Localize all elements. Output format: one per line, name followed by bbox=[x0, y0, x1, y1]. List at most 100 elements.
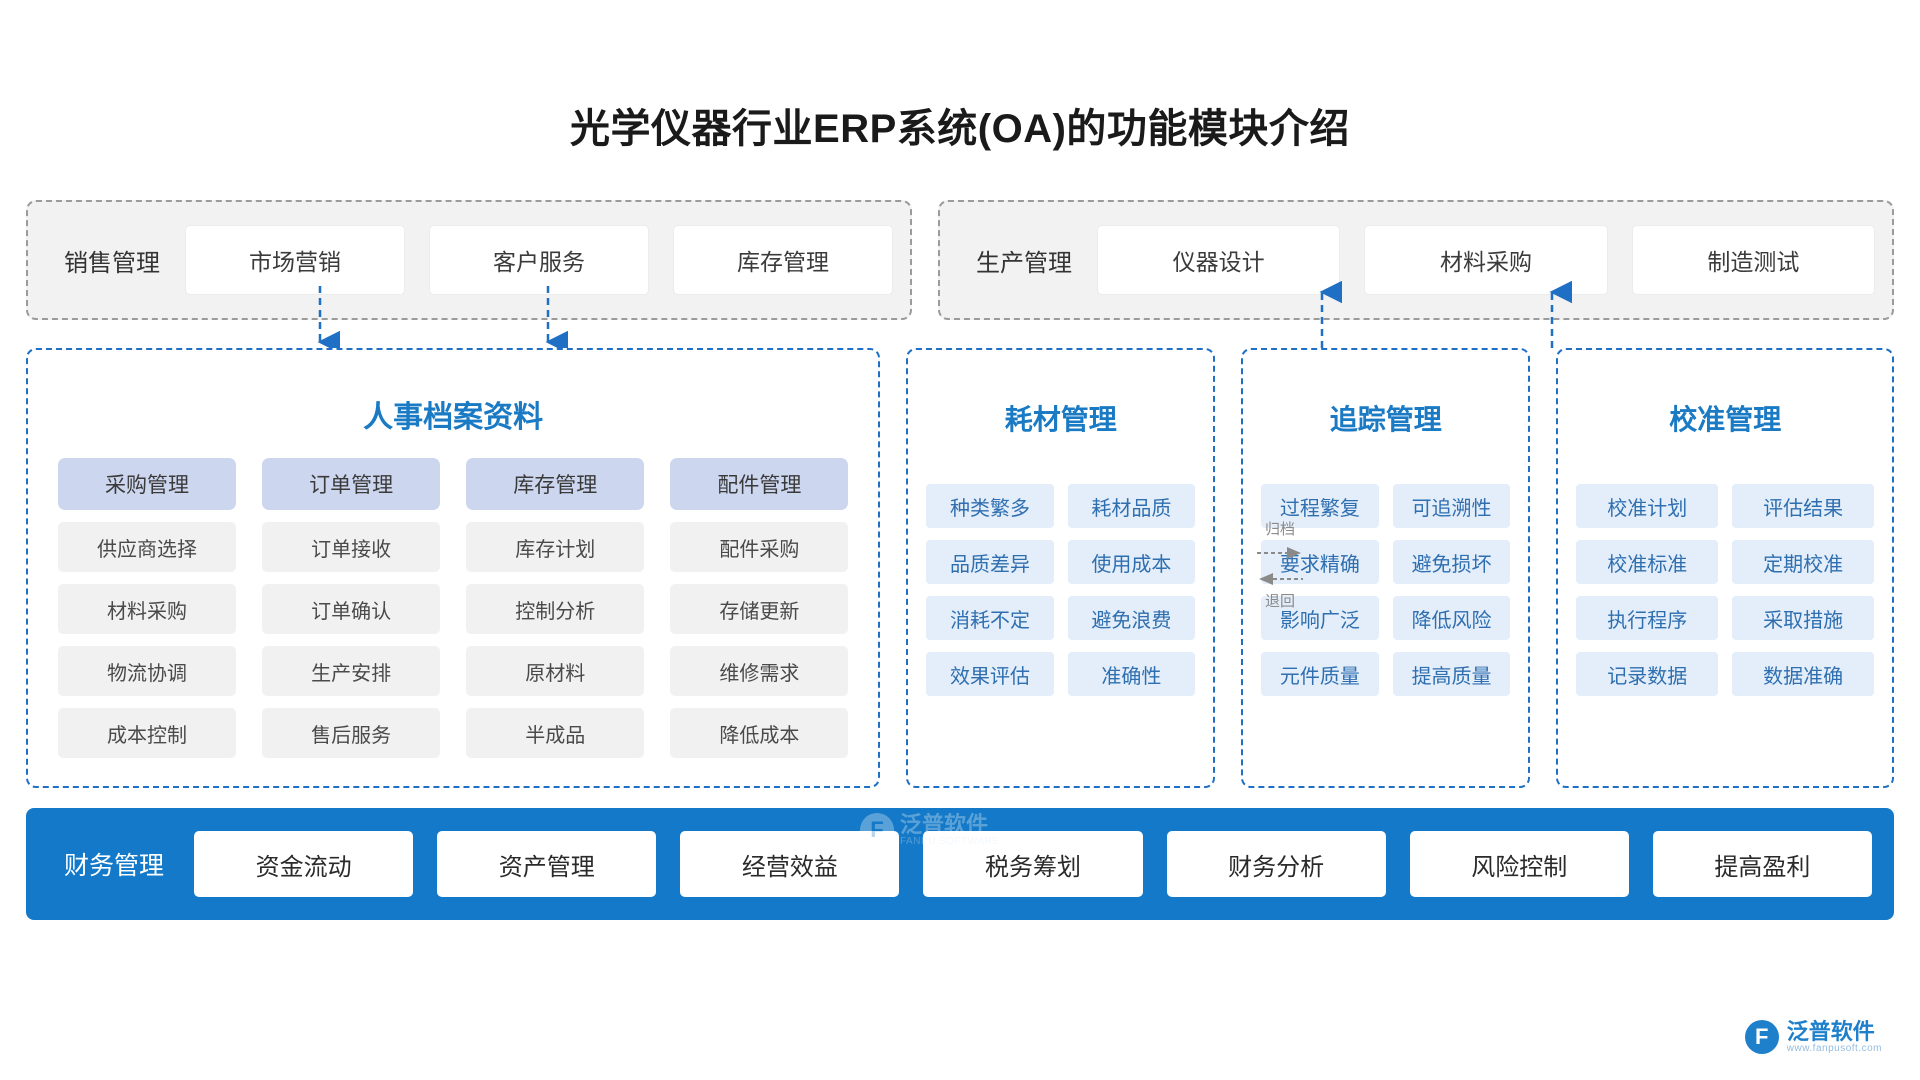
tracking-item-avoid-damage[interactable]: 避免损坏 bbox=[1392, 540, 1511, 584]
consumables-item-material-quality[interactable]: 耗材品质 bbox=[1067, 484, 1196, 528]
production-chip-manufacture-test[interactable]: 制造测试 bbox=[1632, 226, 1874, 294]
hr-column-inventory: 库存管理 库存计划 控制分析 原材料 半成品 bbox=[466, 458, 645, 758]
mid-panels-row: 人事档案资料 采购管理 供应商选择 材料采购 物流协调 成本控制 订单管理 订单… bbox=[26, 348, 1894, 788]
tracking-column-2: 可追溯性 避免损坏 降低风险 提高质量 bbox=[1392, 484, 1511, 696]
archive-label: 归档 bbox=[1264, 522, 1295, 538]
hr-head-purchase[interactable]: 采购管理 bbox=[58, 458, 237, 510]
consumables-item-effect-eval[interactable]: 效果评估 bbox=[926, 652, 1054, 696]
top-bands-row: 销售管理 市场营销 客户服务 库存管理 生产管理 仪器设计 材料采购 制造测试 bbox=[26, 200, 1894, 320]
hr-item-parts-purchase[interactable]: 配件采购 bbox=[670, 522, 849, 572]
hr-item-after-sales[interactable]: 售后服务 bbox=[262, 708, 441, 758]
production-management-band: 生产管理 仪器设计 材料采购 制造测试 bbox=[938, 200, 1894, 320]
sales-chip-marketing[interactable]: 市场营销 bbox=[186, 226, 404, 294]
tracking-panel-title: 追踪管理 bbox=[1329, 405, 1442, 436]
production-management-label: 生产管理 bbox=[976, 250, 1072, 277]
tracking-item-precise-req[interactable]: 要求精确 bbox=[1261, 540, 1379, 584]
finance-management-band: 财务管理 资金流动 资产管理 经营效益 税务筹划 财务分析 风险控制 提高盈利 bbox=[26, 808, 1894, 920]
watermark-brand-name: 泛普软件 bbox=[1786, 1018, 1875, 1044]
calibration-item-standard[interactable]: 校准标准 bbox=[1576, 540, 1719, 584]
calibration-item-data-accuracy[interactable]: 数据准确 bbox=[1732, 652, 1874, 696]
hr-item-inventory-plan[interactable]: 库存计划 bbox=[466, 522, 645, 572]
hr-column-parts: 配件管理 配件采购 存储更新 维修需求 降低成本 bbox=[670, 458, 849, 758]
finance-chip-group: 资金流动 资产管理 经营效益 税务筹划 财务分析 风险控制 提高盈利 bbox=[194, 831, 1872, 897]
finance-management-label: 财务管理 bbox=[64, 853, 165, 880]
bottom-right-watermark: F 泛普软件 www.fanpusoft.com bbox=[1744, 1018, 1882, 1054]
consumables-item-quality-diff[interactable]: 品质差异 bbox=[926, 540, 1054, 584]
production-chip-instrument-design[interactable]: 仪器设计 bbox=[1098, 226, 1340, 294]
hr-item-raw-material[interactable]: 原材料 bbox=[466, 646, 645, 696]
hr-item-supplier-selection[interactable]: 供应商选择 bbox=[58, 522, 237, 572]
tracking-grid: 过程繁复 要求精确 影响广泛 元件质量 可追溯性 避免损坏 降低风险 提高质量 bbox=[1243, 484, 1528, 696]
consumables-panel: 耗材管理 种类繁多 品质差异 消耗不定 效果评估 耗材品质 使用成本 避免浪费 … bbox=[906, 348, 1216, 788]
watermark-logo-icon: F bbox=[1744, 1019, 1779, 1054]
calibration-item-plan[interactable]: 校准计划 bbox=[1576, 484, 1719, 528]
hr-item-order-receive[interactable]: 订单接收 bbox=[262, 522, 441, 572]
hr-item-material-purchase[interactable]: 材料采购 bbox=[58, 584, 237, 634]
consumables-item-accuracy[interactable]: 准确性 bbox=[1067, 652, 1196, 696]
hr-column-order: 订单管理 订单接收 订单确认 生产安排 售后服务 bbox=[262, 458, 441, 758]
hr-item-cost-control[interactable]: 成本控制 bbox=[58, 708, 237, 758]
consumables-item-usage-cost[interactable]: 使用成本 bbox=[1067, 540, 1196, 584]
hr-item-repair-demand[interactable]: 维修需求 bbox=[670, 646, 849, 696]
return-label: 退回 bbox=[1264, 594, 1295, 610]
hr-item-storage-update[interactable]: 存储更新 bbox=[670, 584, 849, 634]
calibration-column-1: 校准计划 校准标准 执行程序 记录数据 bbox=[1576, 484, 1719, 696]
tracking-column-1: 过程繁复 要求精确 影响广泛 元件质量 bbox=[1261, 484, 1379, 696]
arrow-left-icon bbox=[1257, 566, 1303, 592]
hr-archive-panel: 人事档案资料 采购管理 供应商选择 材料采购 物流协调 成本控制 订单管理 订单… bbox=[26, 348, 881, 788]
tracking-item-wide-impact[interactable]: 影响广泛 bbox=[1261, 596, 1379, 640]
sales-management-label: 销售管理 bbox=[64, 250, 160, 277]
hr-item-reduce-cost[interactable]: 降低成本 bbox=[670, 708, 849, 758]
hr-item-control-analysis[interactable]: 控制分析 bbox=[466, 584, 645, 634]
tracking-item-traceability[interactable]: 可追溯性 bbox=[1392, 484, 1511, 528]
finance-chip-tax-planning[interactable]: 税务筹划 bbox=[923, 831, 1143, 897]
sales-chip-group: 市场营销 客户服务 库存管理 bbox=[186, 226, 892, 294]
calibration-item-measures[interactable]: 采取措施 bbox=[1732, 596, 1874, 640]
watermark-url: www.fanpusoft.com bbox=[1786, 1043, 1882, 1054]
calibration-item-periodic[interactable]: 定期校准 bbox=[1732, 540, 1874, 584]
hr-head-parts[interactable]: 配件管理 bbox=[670, 458, 849, 510]
finance-chip-improve-profit[interactable]: 提高盈利 bbox=[1652, 831, 1872, 897]
tracking-item-reduce-risk[interactable]: 降低风险 bbox=[1392, 596, 1511, 640]
calibration-panel: 校准管理 校准计划 校准标准 执行程序 记录数据 评估结果 定期校准 采取措施 … bbox=[1556, 348, 1894, 788]
arrow-right-icon bbox=[1257, 540, 1303, 566]
calibration-item-procedure[interactable]: 执行程序 bbox=[1576, 596, 1719, 640]
hr-grid: 采购管理 供应商选择 材料采购 物流协调 成本控制 订单管理 订单接收 订单确认… bbox=[28, 458, 878, 758]
hr-head-inventory[interactable]: 库存管理 bbox=[466, 458, 645, 510]
hr-item-logistics[interactable]: 物流协调 bbox=[58, 646, 237, 696]
tracking-panel: 追踪管理 过程繁复 要求精确 影响广泛 元件质量 可追溯性 避免损坏 降低风险 … bbox=[1241, 348, 1531, 788]
finance-chip-operating-benefit[interactable]: 经营效益 bbox=[680, 831, 900, 897]
consumables-item-usage-var[interactable]: 消耗不定 bbox=[926, 596, 1054, 640]
hr-item-semi-finished[interactable]: 半成品 bbox=[466, 708, 645, 758]
finance-chip-risk-control[interactable]: 风险控制 bbox=[1409, 831, 1629, 897]
calibration-column-2: 评估结果 定期校准 采取措施 数据准确 bbox=[1732, 484, 1874, 696]
tracking-item-improve-quality[interactable]: 提高质量 bbox=[1392, 652, 1511, 696]
tracking-item-complex-process[interactable]: 过程繁复 bbox=[1261, 484, 1379, 528]
hr-head-order[interactable]: 订单管理 bbox=[262, 458, 441, 510]
consumables-item-avoid-waste[interactable]: 避免浪费 bbox=[1067, 596, 1196, 640]
tracking-item-component-quality[interactable]: 元件质量 bbox=[1261, 652, 1379, 696]
archive-return-connector: 归档 退回 bbox=[1254, 520, 1306, 660]
sales-management-band: 销售管理 市场营销 客户服务 库存管理 bbox=[26, 200, 912, 320]
finance-chip-asset-mgmt[interactable]: 资产管理 bbox=[437, 831, 657, 897]
sales-chip-customer-service[interactable]: 客户服务 bbox=[430, 226, 648, 294]
hr-column-purchase: 采购管理 供应商选择 材料采购 物流协调 成本控制 bbox=[58, 458, 237, 758]
finance-chip-cash-flow[interactable]: 资金流动 bbox=[194, 831, 414, 897]
hr-item-production-plan[interactable]: 生产安排 bbox=[262, 646, 441, 696]
consumables-column-2: 耗材品质 使用成本 避免浪费 准确性 bbox=[1067, 484, 1196, 696]
hr-item-order-confirm[interactable]: 订单确认 bbox=[262, 584, 441, 634]
finance-chip-financial-analysis[interactable]: 财务分析 bbox=[1166, 831, 1386, 897]
calibration-item-record[interactable]: 记录数据 bbox=[1576, 652, 1719, 696]
calibration-item-eval-result[interactable]: 评估结果 bbox=[1732, 484, 1874, 528]
consumables-column-1: 种类繁多 品质差异 消耗不定 效果评估 bbox=[926, 484, 1054, 696]
consumables-panel-title: 耗材管理 bbox=[1004, 405, 1117, 436]
hr-panel-title: 人事档案资料 bbox=[363, 401, 544, 434]
sales-chip-inventory[interactable]: 库存管理 bbox=[674, 226, 892, 294]
consumables-item-variety[interactable]: 种类繁多 bbox=[926, 484, 1054, 528]
calibration-grid: 校准计划 校准标准 执行程序 记录数据 评估结果 定期校准 采取措施 数据准确 bbox=[1558, 484, 1892, 696]
production-chip-group: 仪器设计 材料采购 制造测试 bbox=[1098, 226, 1874, 294]
production-chip-material-purchase[interactable]: 材料采购 bbox=[1365, 226, 1607, 294]
consumables-grid: 种类繁多 品质差异 消耗不定 效果评估 耗材品质 使用成本 避免浪费 准确性 bbox=[908, 484, 1213, 696]
calibration-panel-title: 校准管理 bbox=[1669, 405, 1782, 436]
